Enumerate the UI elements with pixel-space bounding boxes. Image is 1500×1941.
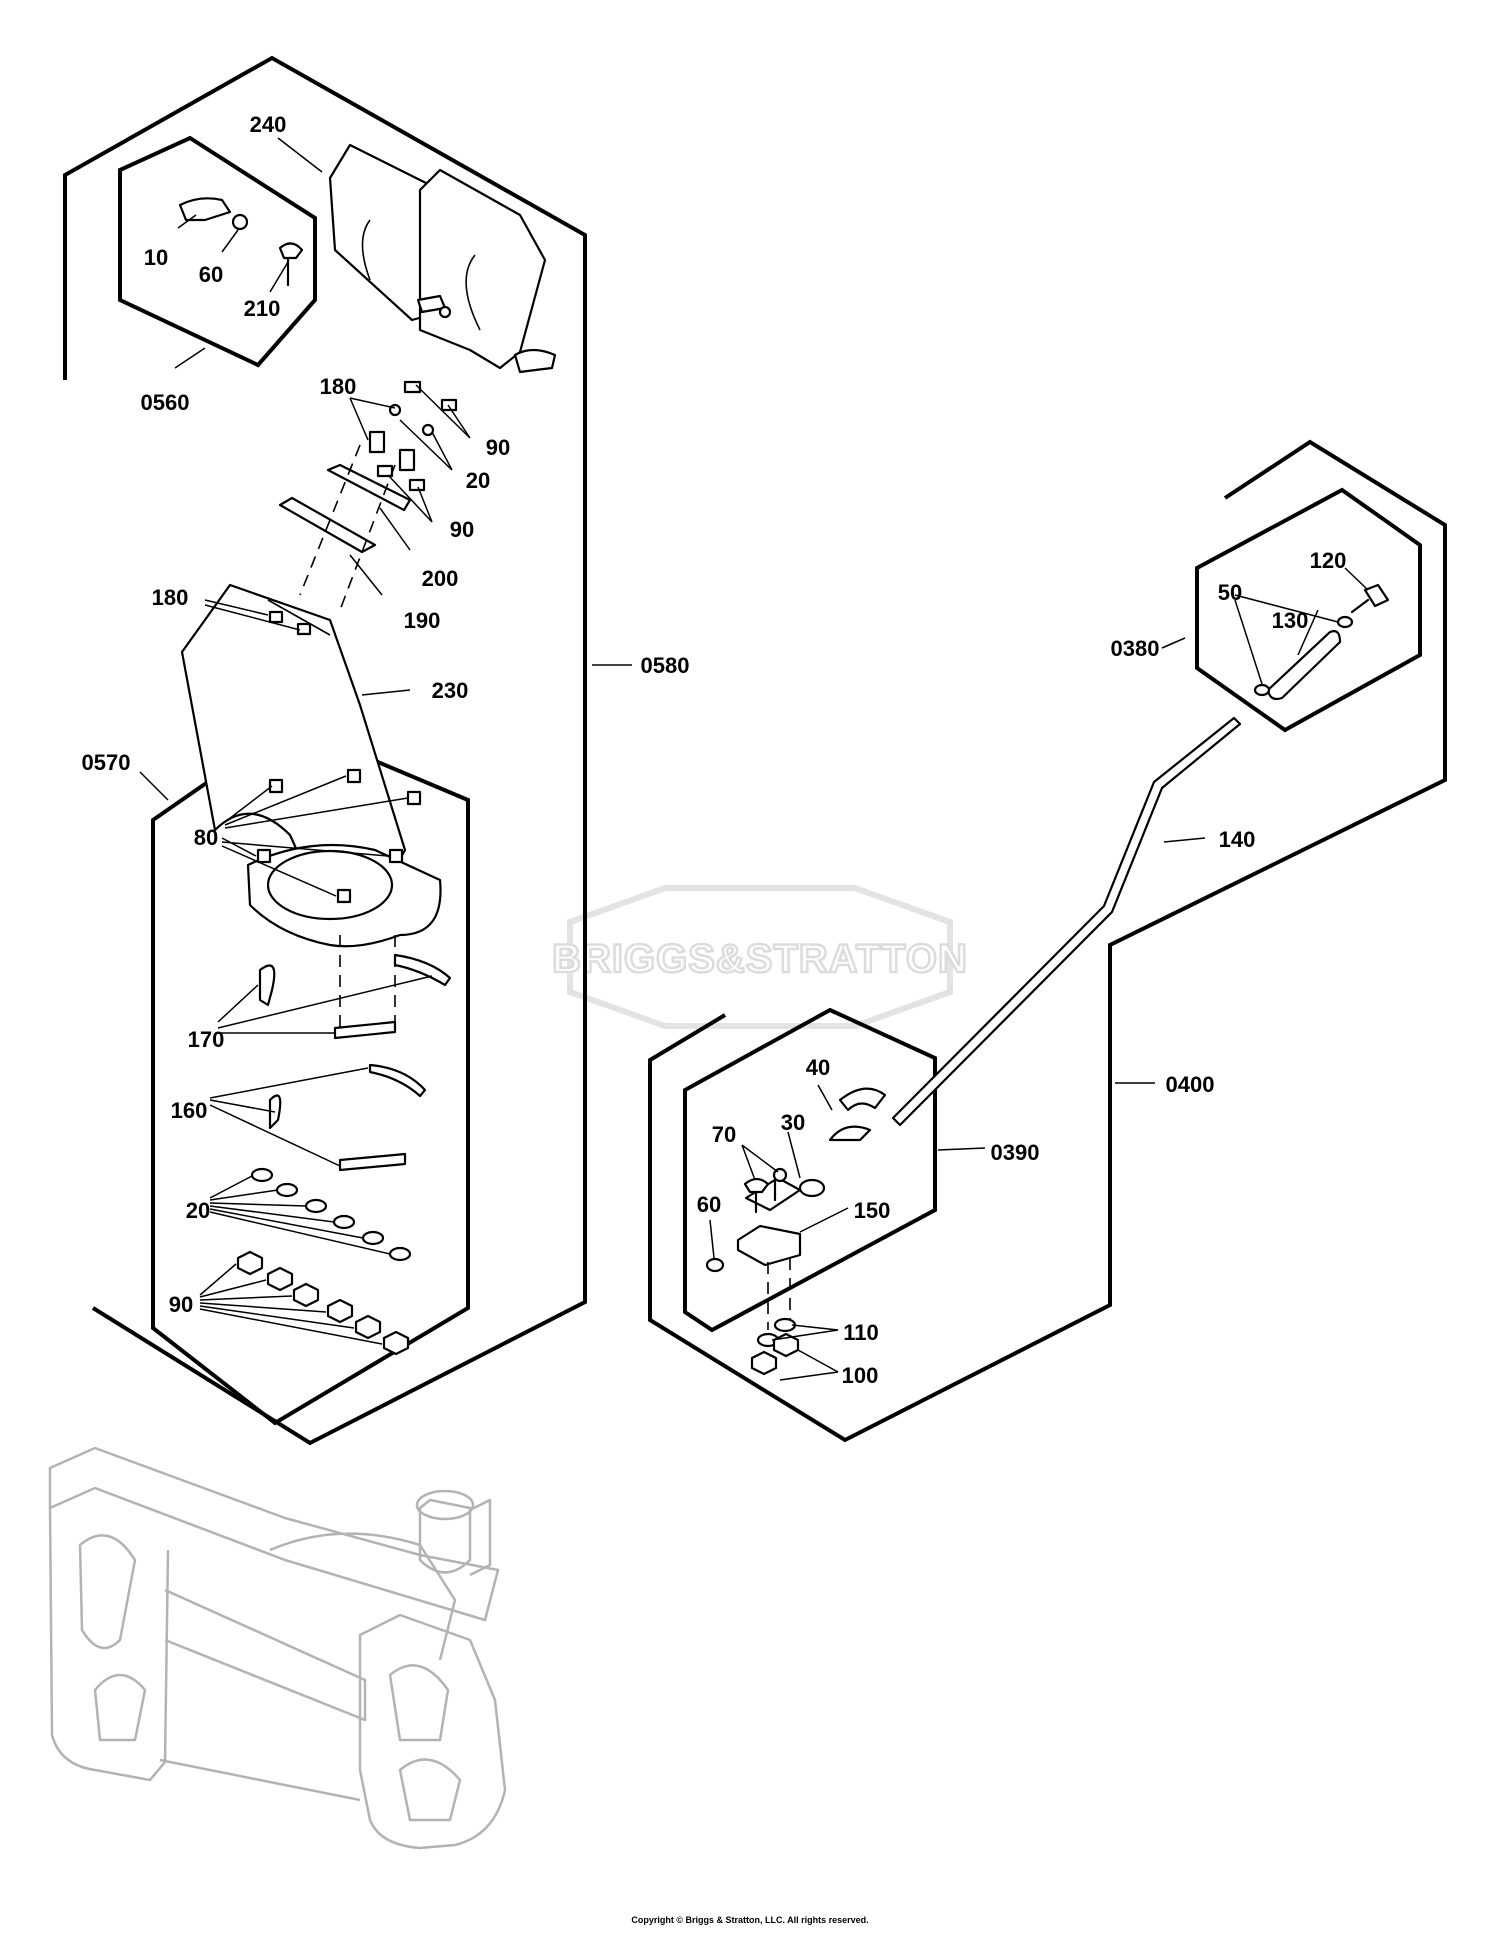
brand-watermark: BRIGGS&STRATTON — [551, 885, 968, 1029]
callout-30: 30 — [781, 1110, 805, 1135]
crank-rod — [891, 716, 1242, 1127]
callout-210: 210 — [244, 296, 281, 321]
callout-240: 240 — [250, 112, 287, 137]
callout-20-stack: 20 — [186, 1198, 210, 1223]
watermark-text: BRIGGS&STRATTON — [552, 937, 968, 981]
handle-grip-icon — [1266, 630, 1342, 701]
callout-230: 230 — [432, 678, 469, 703]
callout-80: 80 — [194, 825, 218, 850]
assembly-frame-0580 — [63, 55, 587, 1446]
callout-90: 90 — [486, 435, 510, 460]
handle-bolt-icon — [1350, 583, 1390, 614]
callout-190: 190 — [404, 608, 441, 633]
callout-20: 20 — [466, 468, 490, 493]
assembly-frame-0390 — [683, 1007, 937, 1333]
leader-lines — [139, 137, 1369, 1381]
callout-0580: 0580 — [641, 653, 690, 678]
callout-130: 130 — [1272, 608, 1309, 633]
callout-50: 50 — [1218, 580, 1242, 605]
washer-stack — [250, 1167, 412, 1262]
callout-10: 10 — [144, 245, 168, 270]
callout-180-chute: 180 — [152, 585, 189, 610]
callout-0570: 0570 — [82, 750, 131, 775]
chute-ring — [246, 768, 442, 1035]
copyright-notice: Copyright © Briggs & Stratton, LLC. All … — [631, 1915, 869, 1925]
callout-120: 120 — [1310, 548, 1347, 573]
callout-180: 180 — [320, 374, 357, 399]
callout-0390: 0390 — [991, 1140, 1040, 1165]
washer-icon — [231, 213, 249, 231]
callout-0380: 0380 — [1111, 636, 1160, 661]
crank-handle-kit — [1253, 583, 1390, 701]
callout-90-lower: 90 — [450, 517, 474, 542]
callout-100: 100 — [842, 1363, 879, 1388]
callout-0400: 0400 — [1166, 1072, 1215, 1097]
snowthrower-housing-reference — [48, 1446, 507, 1850]
assembly-frame-0380 — [1195, 487, 1422, 733]
assembly-frame-0560 — [118, 135, 317, 368]
ring-segments — [258, 953, 452, 1172]
callout-70: 70 — [712, 1122, 736, 1147]
callout-160: 160 — [171, 1098, 208, 1123]
callout-labels: 240 10 60 210 0560 180 90 20 90 200 190 … — [82, 112, 1347, 1388]
washer-icon — [1336, 615, 1354, 629]
callout-60-bracket: 60 — [697, 1192, 721, 1217]
callout-110: 110 — [843, 1320, 879, 1345]
callout-90-stack: 90 — [169, 1292, 193, 1317]
wing-knob-icon — [178, 197, 232, 222]
carriage-bolt-icon — [278, 242, 304, 287]
crank-bracket-kit — [705, 1087, 887, 1376]
deflector-assembly — [328, 143, 557, 374]
nut-stack — [236, 1250, 410, 1356]
callout-40: 40 — [806, 1055, 830, 1080]
callout-140: 140 — [1219, 827, 1256, 852]
callout-60: 60 — [199, 262, 223, 287]
washer-icon — [1253, 683, 1271, 697]
assembly-frame-0400 — [648, 439, 1447, 1443]
callout-170: 170 — [188, 1027, 225, 1052]
callout-150: 150 — [854, 1198, 891, 1223]
callout-0560: 0560 — [141, 390, 190, 415]
upper-chute-hardware — [278, 380, 458, 611]
callout-200: 200 — [422, 566, 459, 591]
